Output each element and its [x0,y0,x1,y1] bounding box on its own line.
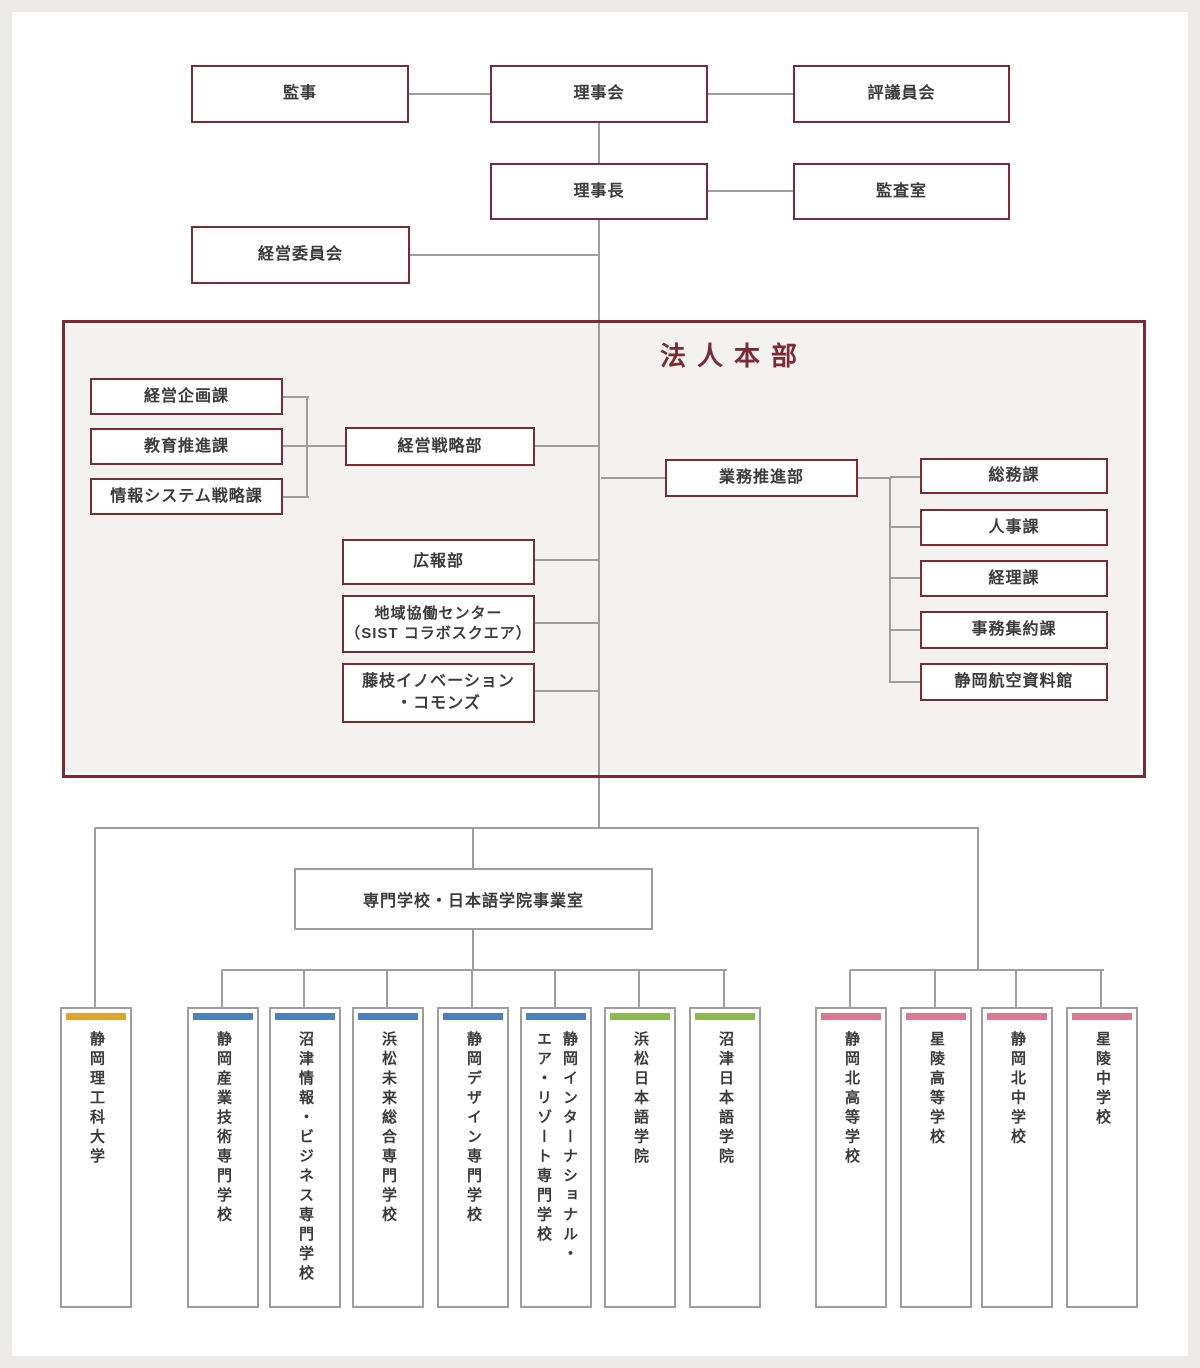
connector-line [386,970,388,1007]
connector-line [890,629,920,631]
connector-line [283,445,345,447]
school-name: 静岡デザイン専門学校 [465,1031,482,1226]
school-category-bar [821,1013,881,1020]
school-name: 星陵中学校 [1094,1031,1111,1129]
connector-line [535,445,600,447]
school-box: 星陵高等学校 [900,1007,972,1308]
box-operations-dept: 業務推進部 [665,459,858,497]
school-name: 静岡北中学校 [1009,1031,1026,1148]
connector-line [1100,970,1102,1007]
box-left-section: 経営企画課 [90,378,283,415]
connector-line [598,123,600,163]
box-operations-section: 静岡航空資料館 [920,663,1108,701]
connector-line [535,622,600,624]
school-name: 静岡インターナショナル・ エア・リゾート専門学校 [535,1031,578,1265]
school-name: 静岡北高等学校 [843,1031,860,1168]
connector-line [890,577,920,579]
box-management-committee: 経営委員会 [191,226,410,284]
school-name: 浜松日本語学院 [632,1031,649,1168]
honbu-title: 法人本部 [660,341,809,371]
box-strategy-dept: 経営戦略部 [345,427,535,466]
connector-line [977,828,979,971]
box-chairman: 理事長 [490,163,708,220]
school-box: 浜松未来総合専門学校 [352,1007,424,1308]
school-category-bar [1072,1013,1132,1020]
connector-line [554,970,556,1007]
connector-line [94,828,96,1008]
connector-line [889,477,891,683]
school-category-bar [66,1013,126,1020]
connector-line [890,476,920,478]
connector-line [535,690,600,692]
school-category-bar [987,1013,1047,1020]
connector-line [283,396,309,398]
school-box: 静岡北高等学校 [815,1007,887,1308]
school-box: 浜松日本語学院 [604,1007,676,1308]
connector-line [306,396,308,498]
school-category-bar [906,1013,966,1020]
box-business-office: 専門学校・日本語学院事業室 [294,868,653,930]
school-category-bar [358,1013,418,1020]
school-box: 沼津日本語学院 [689,1007,761,1308]
school-name: 浜松未来総合専門学校 [380,1031,397,1226]
connector-line [471,970,473,1007]
school-box: 静岡理工科大学 [60,1007,132,1308]
school-box: 静岡北中学校 [981,1007,1053,1308]
connector-line [598,220,600,829]
connector-line [222,969,727,971]
box-collab-center: 地域協働センター （SIST コラボスクエア） [342,595,535,653]
connector-line [472,828,474,868]
school-category-bar [695,1013,755,1020]
box-pr-dept: 広報部 [342,539,535,585]
school-box: 沼津情報・ビジネス専門学校 [269,1007,341,1308]
school-category-bar [193,1013,253,1020]
school-box: 静岡インターナショナル・ エア・リゾート専門学校 [520,1007,592,1308]
box-operations-section: 事務集約課 [920,611,1108,649]
connector-line [410,254,600,256]
box-operations-section: 総務課 [920,458,1108,494]
school-box: 静岡産業技術専門学校 [187,1007,259,1308]
school-name: 沼津日本語学院 [717,1031,734,1168]
connector-line [708,93,793,95]
school-category-bar [443,1013,503,1020]
box-audit-office: 監査室 [793,163,1010,220]
connector-line [221,970,223,1007]
connector-line [934,970,936,1007]
box-left-section: 情報システム戦略課 [90,478,283,515]
school-name: 静岡理工科大学 [88,1031,105,1168]
connector-line [849,970,851,1007]
connector-line [708,190,793,192]
box-left-section: 教育推進課 [90,428,283,465]
connector-line [858,477,892,479]
connector-line [890,681,920,683]
school-category-bar [526,1013,586,1020]
box-board-of-councilors: 評議員会 [793,65,1010,123]
school-name: 静岡産業技術専門学校 [215,1031,232,1226]
connector-line [472,930,474,971]
school-name: 沼津情報・ビジネス専門学校 [297,1031,314,1285]
school-category-bar [275,1013,335,1020]
connector-line [283,496,309,498]
box-fujieda-commons: 藤枝イノベーション ・コモンズ [342,663,535,723]
box-operations-section: 人事課 [920,509,1108,546]
connector-line [1015,970,1017,1007]
connector-line [95,827,979,829]
box-operations-section: 経理課 [920,560,1108,597]
connector-line [890,526,920,528]
connector-line [409,93,490,95]
box-auditors: 監事 [191,65,409,123]
school-box: 星陵中学校 [1066,1007,1138,1308]
connector-line [723,970,725,1007]
box-board-of-directors: 理事会 [490,65,708,123]
school-category-bar [610,1013,670,1020]
connector-line [601,477,665,479]
connector-line [638,970,640,1007]
school-name: 星陵高等学校 [928,1031,945,1148]
school-box: 静岡デザイン専門学校 [437,1007,509,1308]
connector-line [535,559,600,561]
connector-line [303,970,305,1007]
